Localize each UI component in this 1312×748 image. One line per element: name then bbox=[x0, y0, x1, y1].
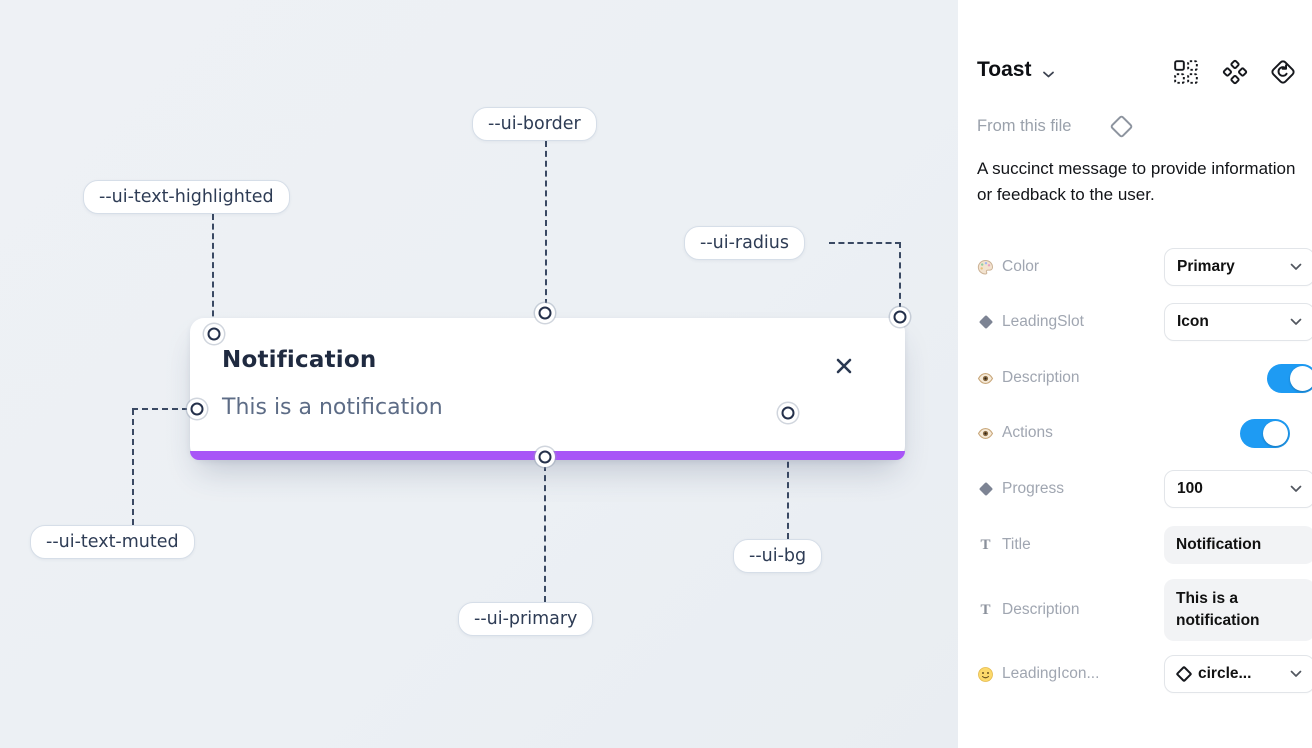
token-pill-ui-primary[interactable]: --ui-primary bbox=[458, 602, 594, 636]
token-pill-ui-text-muted[interactable]: --ui-text-muted bbox=[30, 525, 195, 559]
prop-label: Description bbox=[977, 369, 1080, 387]
token-label: --ui-radius bbox=[700, 233, 789, 253]
connector-ui-text-muted-v bbox=[132, 409, 134, 525]
text-icon: T bbox=[980, 601, 991, 618]
chevron-down-icon bbox=[1290, 480, 1302, 498]
variant-diamond-icon[interactable] bbox=[1270, 59, 1296, 85]
color-select[interactable]: Primary bbox=[1164, 248, 1312, 286]
diamond-icon bbox=[977, 314, 994, 331]
progress-select[interactable]: 100 bbox=[1164, 470, 1312, 508]
anchor-ui-text-highlighted[interactable] bbox=[207, 327, 221, 341]
chevron-down-icon bbox=[1290, 258, 1302, 276]
components-icon[interactable] bbox=[1222, 59, 1248, 85]
prop-label: Progress bbox=[977, 480, 1064, 498]
anchor-ui-border[interactable] bbox=[538, 306, 552, 320]
diamond-icon bbox=[977, 481, 994, 498]
prop-label: LeadingIcon... bbox=[977, 665, 1099, 683]
prop-label: T Title bbox=[977, 536, 1030, 554]
properties-panel: Toast bbox=[958, 0, 1312, 748]
token-label: --ui-text-muted bbox=[46, 532, 179, 552]
token-pill-ui-border[interactable]: --ui-border bbox=[472, 107, 597, 141]
prop-row-title: T Title Notification bbox=[977, 526, 1312, 564]
preview-canvas: Notification This is a notification --ui… bbox=[0, 0, 958, 748]
chevron-down-icon[interactable] bbox=[1042, 66, 1055, 84]
leadingicon-select[interactable]: circle... bbox=[1164, 655, 1312, 693]
prop-label: Color bbox=[977, 258, 1039, 276]
token-label: --ui-primary bbox=[474, 609, 578, 629]
connector-ui-radius-v bbox=[899, 242, 901, 309]
actions-toggle[interactable] bbox=[1239, 418, 1290, 448]
title-input[interactable]: Notification bbox=[1164, 526, 1312, 564]
prop-label: LeadingSlot bbox=[977, 313, 1084, 331]
file-diamond-icon[interactable] bbox=[1109, 114, 1134, 139]
toggle-knob bbox=[1262, 420, 1288, 446]
description-toggle[interactable] bbox=[1266, 363, 1312, 393]
token-label: --ui-text-highlighted bbox=[99, 187, 274, 207]
chevron-down-icon bbox=[1290, 313, 1302, 331]
connector-ui-radius-h bbox=[829, 242, 901, 244]
leadingslot-select[interactable]: Icon bbox=[1164, 303, 1312, 341]
palette-icon bbox=[977, 259, 994, 276]
prop-row-leadingslot: LeadingSlot Icon bbox=[977, 303, 1312, 341]
chevron-down-icon bbox=[1290, 665, 1302, 683]
connector-ui-text-muted-h bbox=[132, 408, 188, 410]
eye-icon bbox=[977, 425, 994, 442]
prop-row-actions-toggle: Actions bbox=[977, 414, 1296, 452]
connector-ui-border bbox=[545, 141, 547, 305]
prop-label: Actions bbox=[977, 424, 1053, 442]
prop-label: T Description bbox=[977, 601, 1079, 619]
component-description: A succinct message to provide informatio… bbox=[977, 159, 1296, 204]
anchor-ui-bg[interactable] bbox=[781, 406, 795, 420]
prop-row-progress: Progress 100 bbox=[977, 470, 1312, 508]
connector-ui-bg bbox=[787, 421, 789, 539]
token-pill-ui-text-highlighted[interactable]: --ui-text-highlighted bbox=[83, 180, 290, 214]
smiley-icon bbox=[977, 666, 994, 683]
token-label: --ui-border bbox=[488, 114, 581, 134]
toast-preview[interactable]: Notification This is a notification bbox=[190, 318, 905, 460]
toast-description: This is a notification bbox=[222, 395, 443, 420]
close-icon[interactable] bbox=[831, 353, 857, 379]
token-label: --ui-bg bbox=[749, 546, 807, 566]
text-icon: T bbox=[980, 536, 991, 553]
component-title[interactable]: Toast bbox=[977, 58, 1032, 81]
token-pill-ui-radius[interactable]: --ui-radius bbox=[684, 226, 805, 260]
prop-row-leadingicon: LeadingIcon... circle... bbox=[977, 655, 1312, 693]
token-pill-ui-bg[interactable]: --ui-bg bbox=[733, 539, 823, 573]
connector-ui-primary bbox=[544, 465, 546, 602]
prop-row-description-toggle: Description bbox=[977, 359, 1312, 397]
instance-grid-icon[interactable] bbox=[1173, 59, 1199, 85]
description-input[interactable]: This is a notification bbox=[1164, 579, 1312, 641]
anchor-ui-radius[interactable] bbox=[893, 310, 907, 324]
eye-icon bbox=[977, 370, 994, 387]
toggle-knob bbox=[1289, 365, 1312, 391]
prop-row-color: Color Primary bbox=[977, 248, 1312, 286]
anchor-ui-text-muted[interactable] bbox=[190, 402, 204, 416]
source-label: From this file bbox=[977, 117, 1072, 135]
prop-row-description-text: T Description This is a notification bbox=[977, 578, 1312, 642]
connector-ui-text-highlighted bbox=[212, 214, 214, 326]
anchor-ui-primary[interactable] bbox=[538, 450, 552, 464]
icon-diamond-glyph bbox=[1175, 665, 1193, 683]
toast-title: Notification bbox=[222, 347, 377, 373]
